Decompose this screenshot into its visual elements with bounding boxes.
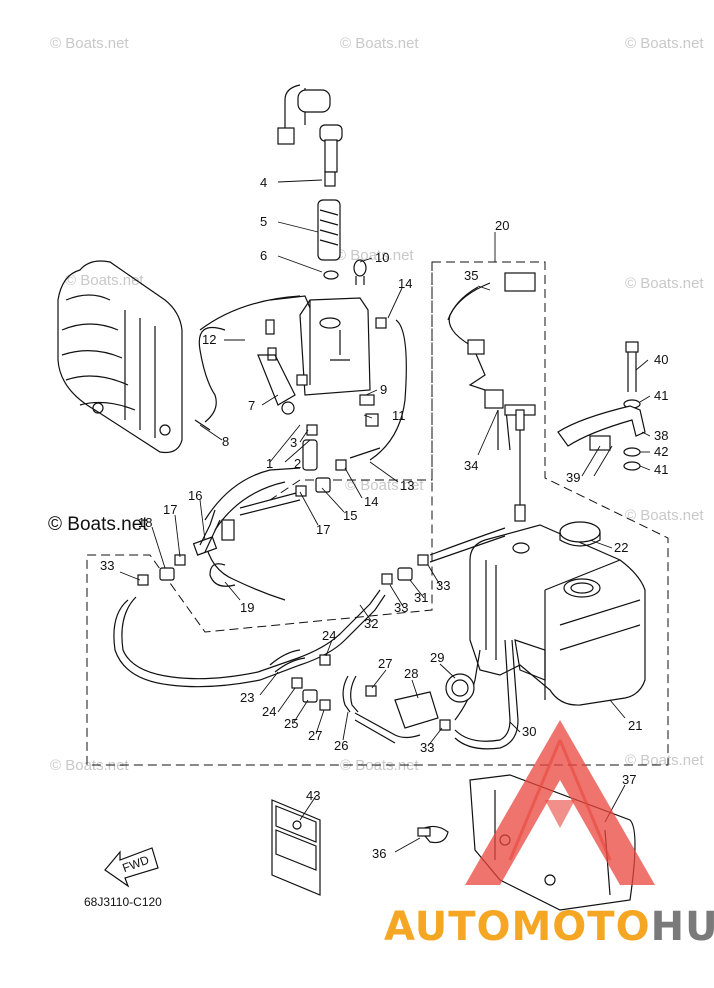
callout-16: 16	[188, 488, 202, 503]
watermark: © Boats.net	[625, 507, 704, 524]
callout-18: 18	[138, 515, 152, 530]
callout-29: 29	[430, 650, 444, 665]
callout-14b: 14	[364, 494, 378, 509]
svg-text:AUTOMOTOHUB: AUTOMOTOHUB	[384, 904, 714, 950]
callout-28: 28	[404, 666, 418, 681]
cowling-lines	[204, 467, 301, 601]
clip	[417, 825, 449, 844]
callout-38: 38	[654, 428, 668, 443]
callout-20: 20	[495, 218, 509, 233]
callout-13: 13	[400, 478, 414, 493]
callout-3: 3	[290, 435, 297, 450]
watermark: © Boats.net	[345, 477, 424, 494]
callout-30: 30	[522, 724, 536, 739]
callout-2: 2	[294, 456, 301, 471]
callout-5: 5	[260, 214, 267, 229]
callout-31: 31	[414, 590, 428, 605]
callout-37: 37	[622, 772, 636, 787]
engine-block	[57, 260, 183, 454]
callout-12: 12	[202, 332, 216, 347]
watermark: © Boats.net	[335, 247, 414, 264]
callouts: 4 5 6 10 14 12 7 8 9 11 3 1 2 13 14 15 1…	[100, 175, 668, 861]
callout-26: 26	[334, 738, 348, 753]
fittings	[137, 459, 475, 731]
callout-22: 22	[614, 540, 628, 555]
callout-25: 25	[284, 716, 298, 731]
fwd-arrow-icon: FWD	[104, 847, 159, 888]
watermark: © Boats.net	[625, 35, 704, 52]
callout-21: 21	[628, 718, 642, 733]
callout-34: 34	[464, 458, 478, 473]
callout-1: 1	[266, 456, 273, 471]
callout-33a: 33	[100, 558, 114, 573]
callout-14a: 14	[398, 276, 412, 291]
callout-10: 10	[375, 250, 389, 265]
callout-43: 43	[306, 788, 320, 803]
brand-name-part2: HUB	[651, 904, 714, 950]
callout-40: 40	[654, 352, 668, 367]
callout-17b: 17	[316, 522, 330, 537]
watermark-large: © Boats.net	[48, 514, 148, 535]
bracket-hardware	[557, 341, 646, 471]
callout-8: 8	[222, 434, 229, 449]
callout-11: 11	[392, 408, 406, 423]
brand-name-part1: AUTOMOTO	[384, 904, 651, 950]
hoses	[113, 491, 519, 750]
float-switch	[447, 272, 536, 522]
callout-42: 42	[654, 444, 668, 459]
callout-35: 35	[464, 268, 478, 283]
watermark: © Boats.net	[50, 35, 129, 52]
callout-24a: 24	[322, 628, 336, 643]
brand-logo: AUTOMOTOHUB	[384, 720, 714, 950]
callout-15: 15	[343, 508, 357, 523]
callout-23: 23	[240, 690, 254, 705]
diagram-code: 68J3110-C120	[84, 895, 162, 909]
label-plate	[271, 799, 321, 896]
watermark: © Boats.net	[65, 272, 144, 289]
callout-24b: 24	[262, 704, 276, 719]
callout-33c: 33	[394, 600, 408, 615]
callout-36: 36	[372, 846, 386, 861]
callout-41b: 41	[654, 462, 668, 477]
callout-33b: 33	[436, 578, 450, 593]
watermark: © Boats.net	[340, 35, 419, 52]
oil-level-gauge	[277, 84, 343, 280]
watermark: © Boats.net	[625, 275, 704, 292]
callout-7: 7	[248, 398, 255, 413]
callout-6: 6	[260, 248, 267, 263]
leader-lines	[119, 179, 651, 853]
callout-17a: 17	[163, 502, 177, 517]
callout-39: 39	[566, 470, 580, 485]
watermark: © Boats.net	[625, 752, 704, 769]
callout-27b: 27	[308, 728, 322, 743]
callout-4: 4	[260, 175, 267, 190]
watermark: © Boats.net	[50, 757, 129, 774]
sub-tank	[194, 259, 407, 471]
group-boundaries	[86, 261, 669, 766]
callout-27a: 27	[378, 656, 392, 671]
callout-32: 32	[364, 616, 378, 631]
callout-9: 9	[380, 382, 387, 397]
watermarks: © Boats.net © Boats.net © Boats.net © Bo…	[48, 35, 704, 774]
callout-41a: 41	[654, 388, 668, 403]
callout-33d: 33	[420, 740, 434, 755]
brand-triangle-icon	[465, 720, 655, 885]
callout-19: 19	[240, 600, 254, 615]
